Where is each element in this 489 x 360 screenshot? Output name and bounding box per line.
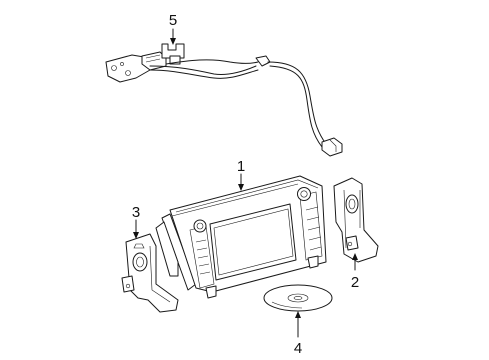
callout-1: 1: [237, 158, 245, 175]
callout-3: 3: [132, 204, 140, 221]
callout-5: 5: [169, 12, 177, 29]
part-3-left-bracket: [121, 233, 179, 313]
part-1-display-unit: [155, 175, 327, 299]
part-4-disc: [263, 284, 333, 312]
part-2-right-bracket: [333, 177, 379, 263]
callout-leaders: [133, 28, 358, 338]
callout-2: 2: [351, 274, 359, 291]
callout-4: 4: [294, 340, 302, 357]
part-5-wire-harness: [105, 43, 343, 157]
